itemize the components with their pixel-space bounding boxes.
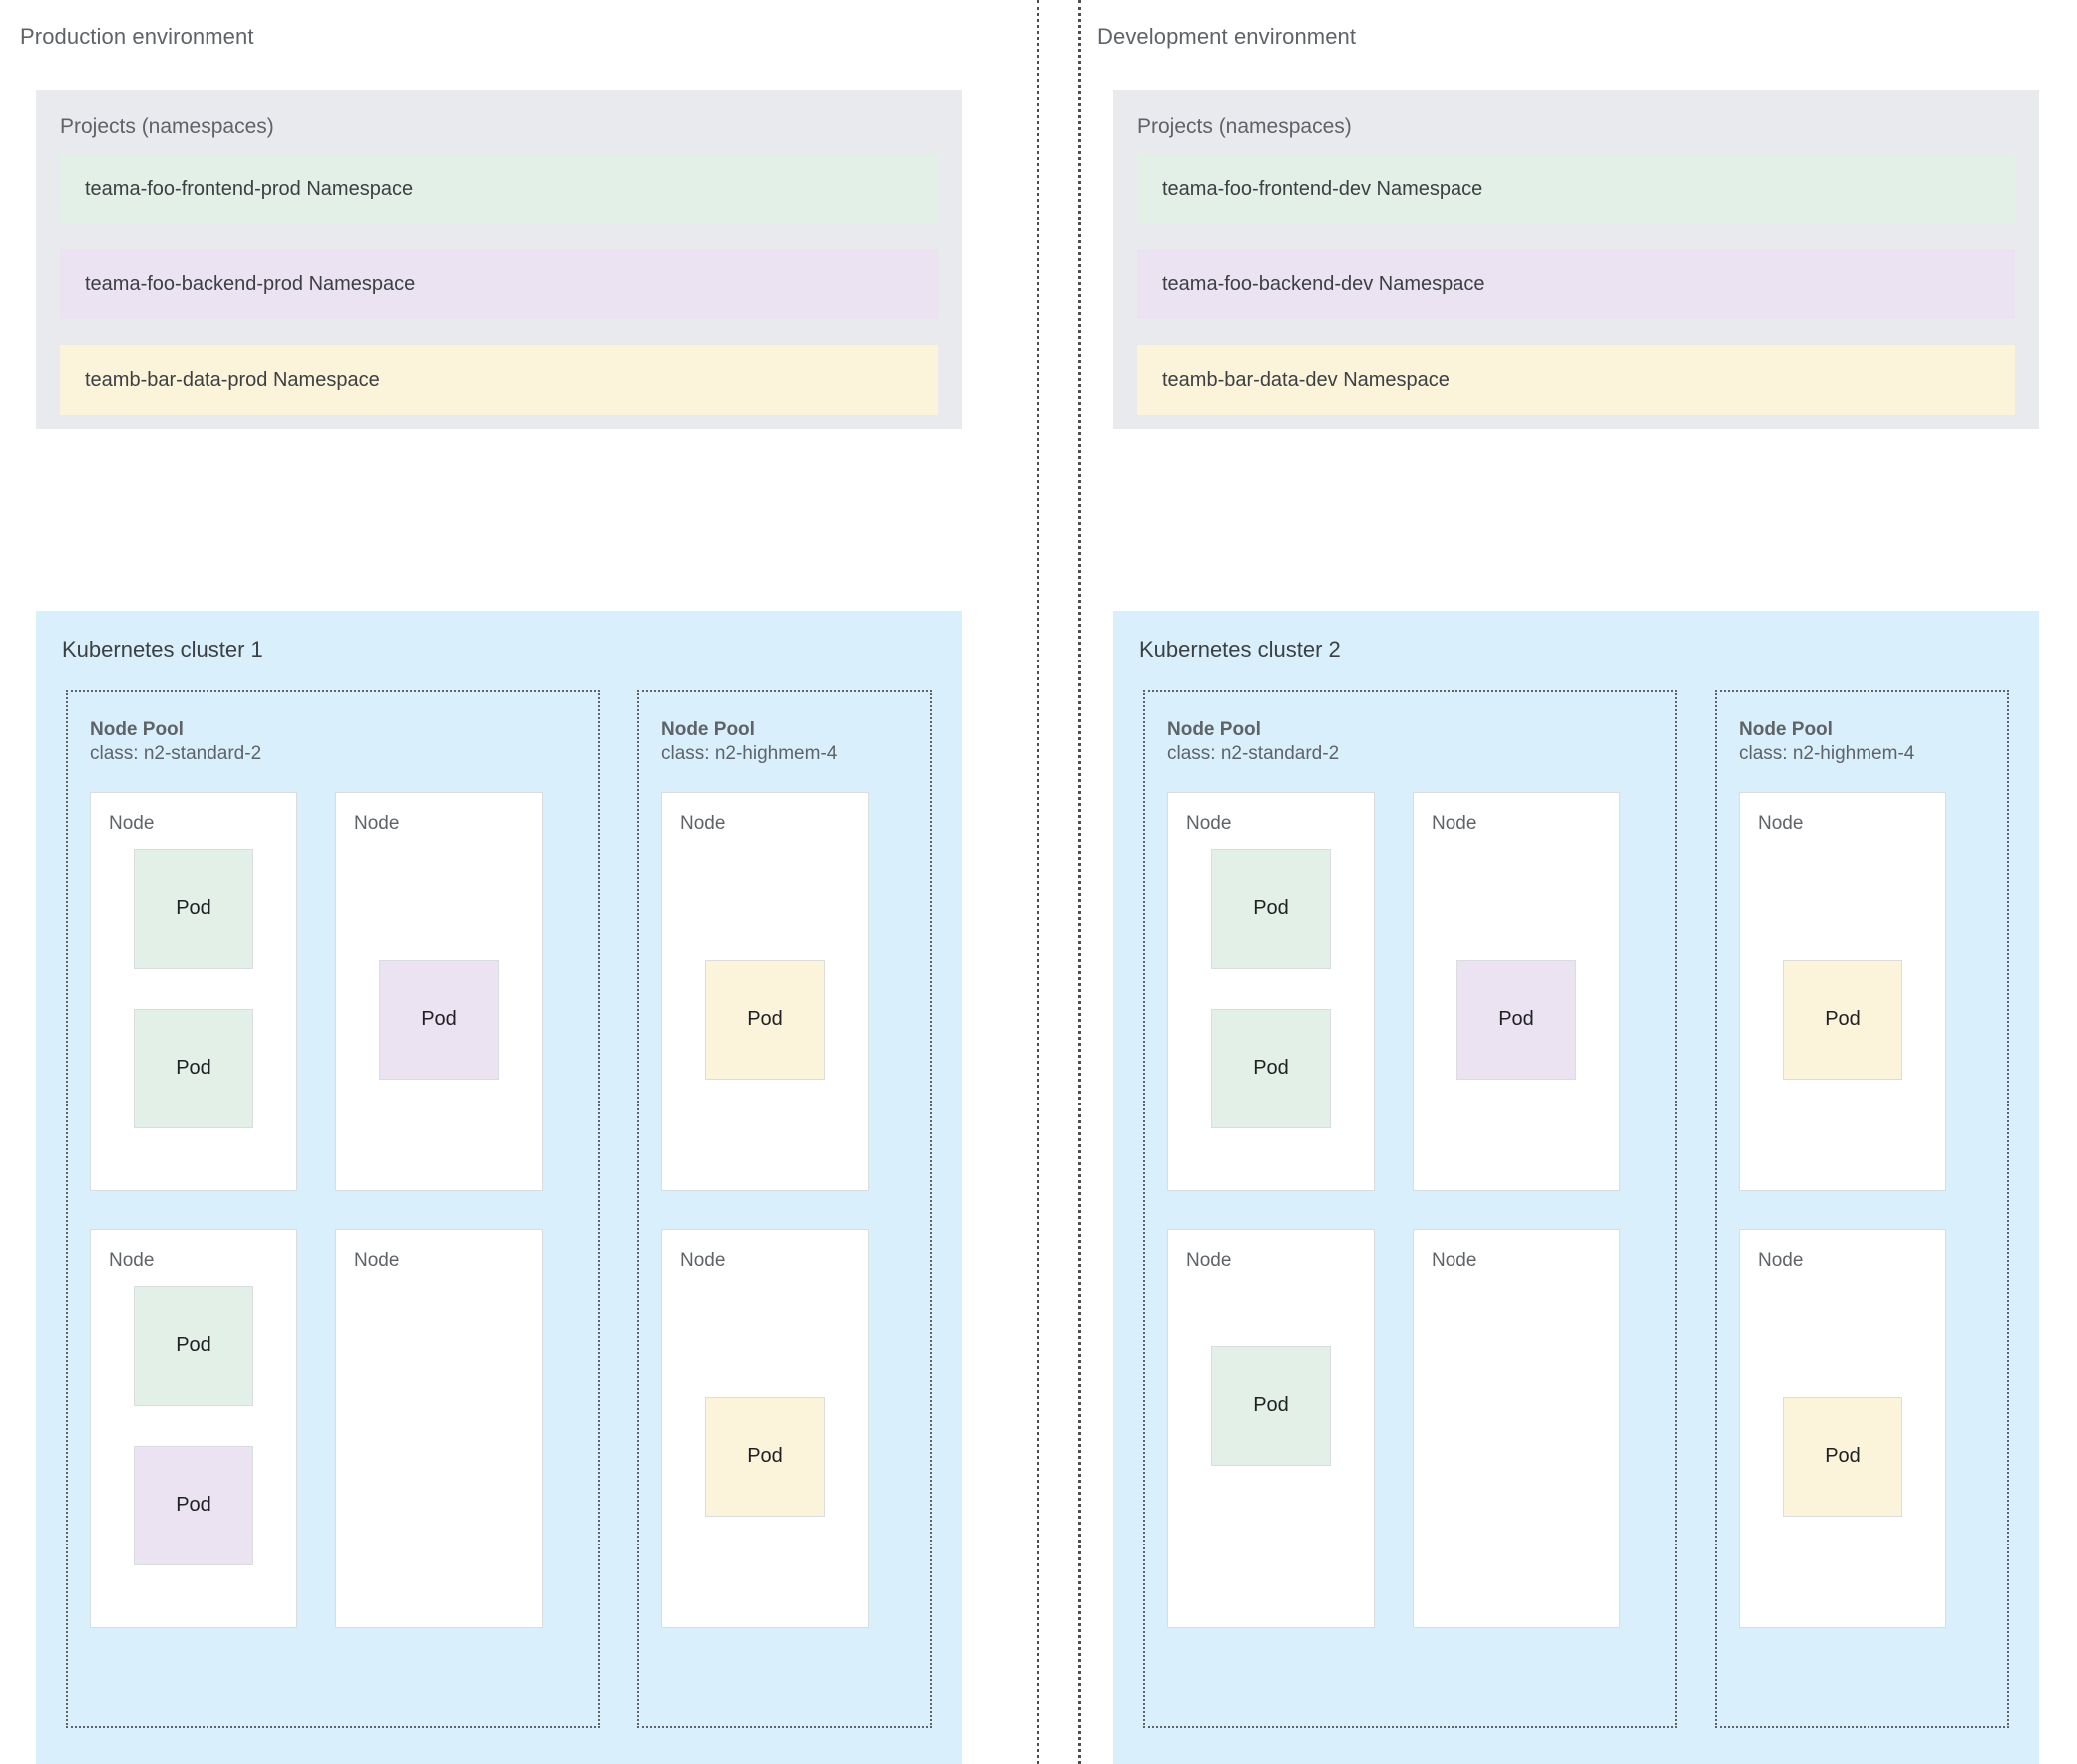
- pod-box[interactable]: Pod: [1211, 1345, 1331, 1466]
- node-box[interactable]: Node Pod: [1167, 1228, 1375, 1628]
- node-pool-class: class: n2-highmem-4: [661, 742, 838, 764]
- pod-stack: Pod: [662, 1286, 868, 1627]
- namespace-label: teamb-bar-data-dev Namespace: [1162, 368, 1450, 391]
- node-box[interactable]: Node Pod: [661, 1228, 869, 1628]
- pod-box[interactable]: Pod: [134, 1285, 253, 1406]
- node-pool-highmem[interactable]: Node Pool class: n2-highmem-4 Node Pod N…: [637, 690, 932, 1728]
- node-box[interactable]: Node: [335, 1228, 543, 1628]
- node-box[interactable]: Node Pod: [661, 791, 869, 1191]
- pod-box[interactable]: Pod: [134, 1008, 253, 1128]
- pod-box[interactable]: Pod: [134, 848, 253, 969]
- cluster-title: Kubernetes cluster 2: [1139, 637, 1341, 662]
- namespace-box[interactable]: teama-foo-frontend-prod Namespace: [60, 154, 938, 223]
- environment-title-production: Production environment: [20, 24, 254, 49]
- projects-panel-title: Projects (namespaces): [60, 115, 274, 138]
- node-label: Node: [109, 812, 155, 834]
- node-box[interactable]: Node Pod Pod: [1167, 791, 1375, 1191]
- pod-stack: Pod Pod: [91, 848, 296, 1190]
- environment-column-production: Production environment Projects (namespa…: [20, 0, 978, 1764]
- environment-column-development: Development environment Projects (namesp…: [1097, 0, 2055, 1764]
- pod-stack: Pod: [1740, 849, 1945, 1190]
- node-label: Node: [1186, 812, 1232, 834]
- namespace-list-production: teama-foo-frontend-prod Namespace teama-…: [60, 154, 938, 415]
- node-label: Node: [1186, 1249, 1232, 1271]
- pod-box[interactable]: Pod: [379, 959, 499, 1080]
- pod-stack: Pod: [1414, 849, 1619, 1190]
- node-pool-class: class: n2-standard-2: [1167, 742, 1340, 764]
- node-label: Node: [680, 812, 726, 834]
- namespace-label: teama-foo-backend-dev Namespace: [1162, 272, 1485, 295]
- node-pool-name: Node Pool: [90, 719, 184, 740]
- node-box[interactable]: Node: [1413, 1228, 1620, 1628]
- pod-stack: Pod: [336, 849, 542, 1190]
- environment-title-development: Development environment: [1097, 24, 1357, 49]
- node-label: Node: [1432, 812, 1477, 834]
- pod-box[interactable]: Pod: [134, 1445, 253, 1565]
- node-pool-header: Node Pool class: n2-standard-2: [90, 718, 576, 766]
- pod-stack: [336, 1286, 542, 1627]
- node-label: Node: [354, 812, 400, 834]
- node-label: Node: [109, 1249, 155, 1271]
- kubernetes-cluster-panel-1: Kubernetes cluster 1 Node Pool class: n2…: [36, 611, 962, 1764]
- projects-panel-production: Projects (namespaces) teama-foo-frontend…: [36, 90, 962, 429]
- namespace-label: teama-foo-frontend-prod Namespace: [85, 177, 414, 200]
- pod-box[interactable]: Pod: [1456, 959, 1576, 1080]
- environment-divider-line-1: [1037, 0, 1039, 1764]
- node-pool-class: class: n2-highmem-4: [1739, 742, 1915, 764]
- node-pool-header: Node Pool class: n2-standard-2: [1167, 718, 1653, 766]
- node-pool-header: Node Pool class: n2-highmem-4: [661, 718, 908, 766]
- pod-box[interactable]: Pod: [1211, 1008, 1331, 1128]
- namespace-label: teama-foo-frontend-dev Namespace: [1162, 177, 1483, 200]
- node-pool-name: Node Pool: [661, 719, 755, 740]
- namespace-box[interactable]: teamb-bar-data-prod Namespace: [60, 345, 938, 415]
- node-grid: Node Pod Pod Node Pod: [1167, 791, 1653, 1628]
- node-label: Node: [1758, 1249, 1804, 1271]
- node-pool-name: Node Pool: [1739, 719, 1833, 740]
- node-pool-standard[interactable]: Node Pool class: n2-standard-2 Node Pod …: [1143, 690, 1677, 1728]
- node-pool-class: class: n2-standard-2: [90, 742, 262, 764]
- namespace-label: teama-foo-backend-prod Namespace: [85, 272, 416, 295]
- node-label: Node: [354, 1249, 400, 1271]
- node-label: Node: [1432, 1249, 1477, 1271]
- node-box[interactable]: Node Pod Pod: [90, 1228, 297, 1628]
- node-box[interactable]: Node Pod: [1413, 791, 1620, 1191]
- node-pool-container: Node Pool class: n2-standard-2 Node Pod …: [66, 690, 936, 1728]
- pod-box[interactable]: Pod: [1211, 848, 1331, 969]
- node-box[interactable]: Node Pod Pod: [90, 791, 297, 1191]
- node-label: Node: [680, 1249, 726, 1271]
- node-box[interactable]: Node Pod: [1739, 791, 1946, 1191]
- namespace-list-development: teama-foo-frontend-dev Namespace teama-f…: [1137, 154, 2015, 415]
- pod-stack: Pod Pod: [1168, 848, 1374, 1190]
- pod-stack: Pod: [1168, 1286, 1374, 1627]
- cluster-title: Kubernetes cluster 1: [62, 637, 263, 662]
- node-pool-highmem[interactable]: Node Pool class: n2-highmem-4 Node Pod N…: [1715, 690, 2009, 1728]
- node-label: Node: [1758, 812, 1804, 834]
- pod-box[interactable]: Pod: [705, 959, 825, 1080]
- namespace-box[interactable]: teamb-bar-data-dev Namespace: [1137, 345, 2015, 415]
- kubernetes-cluster-panel-2: Kubernetes cluster 2 Node Pool class: n2…: [1113, 611, 2039, 1764]
- pod-box[interactable]: Pod: [1783, 1396, 1902, 1517]
- environment-divider-line-2: [1078, 0, 1081, 1764]
- namespace-box[interactable]: teama-foo-backend-dev Namespace: [1137, 249, 2015, 319]
- pod-stack: Pod: [662, 849, 868, 1190]
- namespace-box[interactable]: teama-foo-backend-prod Namespace: [60, 249, 938, 319]
- node-pool-name: Node Pool: [1167, 719, 1261, 740]
- pod-stack: Pod Pod: [91, 1285, 296, 1627]
- node-box[interactable]: Node Pod: [1739, 1228, 1946, 1628]
- projects-panel-title: Projects (namespaces): [1137, 115, 1352, 138]
- namespace-label: teamb-bar-data-prod Namespace: [85, 368, 380, 391]
- pod-box[interactable]: Pod: [705, 1396, 825, 1517]
- pod-box[interactable]: Pod: [1783, 959, 1902, 1080]
- node-grid: Node Pod Node Pod: [1739, 791, 1985, 1628]
- node-pool-header: Node Pool class: n2-highmem-4: [1739, 718, 1985, 766]
- node-pool-standard[interactable]: Node Pool class: n2-standard-2 Node Pod …: [66, 690, 600, 1728]
- node-grid: Node Pod Pod Node Pod: [90, 791, 576, 1628]
- node-pool-container: Node Pool class: n2-standard-2 Node Pod …: [1143, 690, 2013, 1728]
- pod-stack: Pod: [1740, 1286, 1945, 1627]
- projects-panel-development: Projects (namespaces) teama-foo-frontend…: [1113, 90, 2039, 429]
- pod-stack: [1414, 1286, 1619, 1627]
- node-grid: Node Pod Node Pod: [661, 791, 908, 1628]
- namespace-box[interactable]: teama-foo-frontend-dev Namespace: [1137, 154, 2015, 223]
- node-box[interactable]: Node Pod: [335, 791, 543, 1191]
